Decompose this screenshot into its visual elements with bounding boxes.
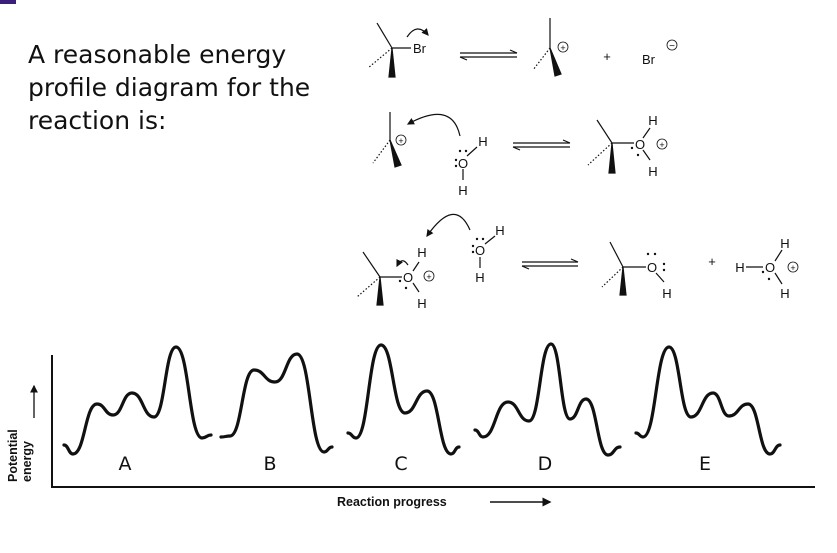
carbocation	[532, 18, 569, 77]
energy-profile-c	[346, 343, 461, 456]
y-axis-label: Potential	[6, 429, 20, 482]
energy-diagram: Potential energy Reaction progress A B C D E	[6, 342, 815, 509]
mechanism-step-3: O H H + O H H O H + O H H	[356, 213, 799, 311]
positive-charge: +	[426, 272, 431, 282]
profile-label-c: C	[394, 453, 407, 475]
hydrogen-label: H	[648, 113, 657, 128]
hydrogen-label: H	[495, 223, 504, 238]
hydrogen-label: H	[458, 183, 467, 198]
profile-label-d: D	[538, 453, 553, 475]
bromide-label: Br	[642, 52, 656, 67]
hydronium	[746, 249, 799, 285]
hydrogen-label: H	[475, 270, 484, 285]
curved-arrow	[406, 113, 461, 137]
hydrogen-label: H	[648, 164, 657, 179]
oxygen-label: O	[475, 243, 485, 258]
mechanism-step-2: + O H H O H H +	[372, 112, 668, 198]
energy-profile-e	[634, 345, 782, 456]
tert-butyl-bromide	[367, 22, 429, 78]
equilibrium-arrow	[512, 139, 571, 151]
tert-butanol-product	[601, 241, 665, 296]
carbocation	[372, 112, 478, 180]
positive-charge: +	[560, 43, 565, 53]
curved-arrow	[426, 213, 471, 237]
bromine-label: Br	[413, 41, 427, 56]
hydrogen-label: H	[478, 134, 487, 149]
equilibrium-arrow	[459, 49, 518, 61]
plus-sign: +	[603, 49, 611, 64]
oxygen-label: O	[403, 270, 413, 285]
hydrogen-label: H	[780, 236, 789, 251]
positive-charge: +	[659, 140, 664, 150]
hydrogen-label: H	[662, 286, 671, 301]
negative-charge: −	[669, 41, 675, 52]
profile-label-b: B	[263, 453, 276, 475]
question-prompt: A reasonable energy profile diagram for …	[28, 40, 311, 135]
oxygen-label: O	[458, 156, 468, 171]
energy-profile-a	[62, 345, 213, 456]
negative-charge-circle	[666, 39, 678, 51]
oxygen-label: O	[647, 260, 657, 275]
curved-arrow	[396, 259, 409, 268]
equilibrium-arrow	[521, 258, 579, 270]
plus-sign: +	[708, 254, 716, 269]
positive-charge: +	[398, 136, 403, 146]
oxonium-reactant	[356, 213, 496, 306]
positive-charge: +	[790, 263, 795, 273]
profile-label-e: E	[699, 453, 711, 475]
oxonium-product	[587, 119, 668, 174]
x-axis-label: Reaction progress	[337, 495, 447, 509]
energy-profile-d	[473, 342, 622, 457]
mechanism-step-1: Br + + Br −	[367, 18, 678, 78]
accent-bar	[0, 0, 16, 4]
oxygen-label: O	[765, 260, 775, 275]
hydrogen-label: H	[735, 260, 744, 275]
hydrogen-label: H	[417, 296, 426, 311]
hydrogen-label: H	[780, 286, 789, 301]
lone-pair-dots	[454, 149, 468, 168]
energy-profile-b	[219, 352, 334, 454]
profile-label-a: A	[119, 453, 132, 475]
y-axis-label: energy	[20, 441, 34, 482]
hydrogen-label: H	[417, 245, 426, 260]
oxygen-label: O	[635, 137, 645, 152]
